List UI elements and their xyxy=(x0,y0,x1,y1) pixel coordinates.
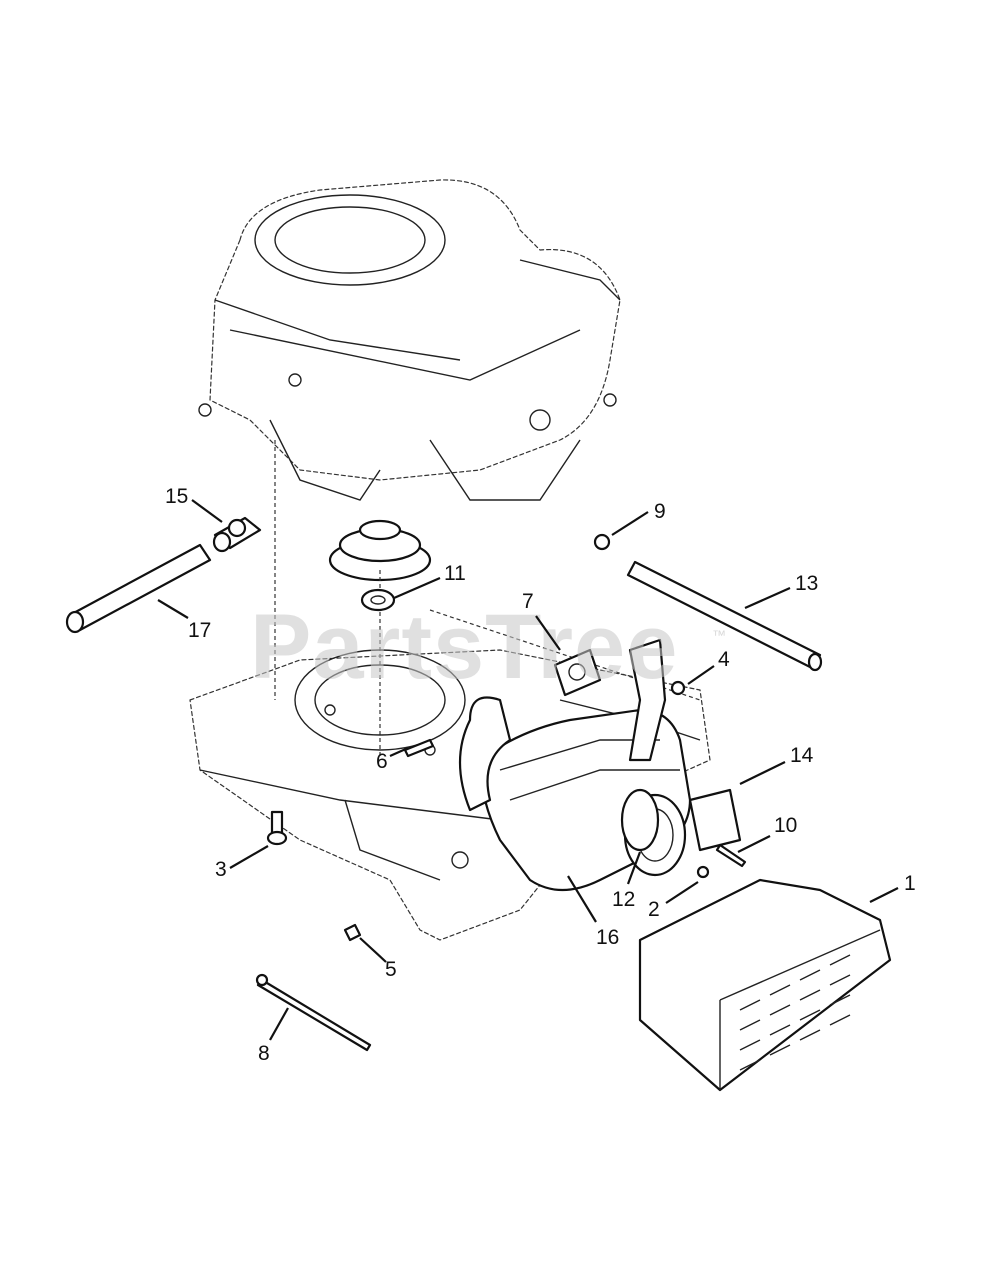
watermark-tm: ™ xyxy=(712,627,726,643)
engine-pulley xyxy=(328,519,432,582)
callout-16: 16 xyxy=(596,926,619,949)
engine xyxy=(198,179,621,501)
exhaust-gasket xyxy=(553,648,602,697)
callout-8: 8 xyxy=(258,1042,270,1065)
rod-right xyxy=(626,560,823,672)
flange-12 xyxy=(620,788,660,852)
washer xyxy=(360,588,396,612)
bolt-6 xyxy=(403,738,435,758)
screw-10 xyxy=(715,843,747,868)
bolt-3 xyxy=(266,810,288,846)
cable-tie xyxy=(255,973,372,1052)
callout-3: 3 xyxy=(215,858,227,881)
callout-12: 12 xyxy=(612,888,635,911)
callout-labels: 1 2 3 4 5 6 7 8 9 10 11 12 13 14 15 16 1… xyxy=(165,485,916,1065)
callout-15: 15 xyxy=(165,485,188,508)
fitting xyxy=(212,516,262,553)
tube-left xyxy=(65,543,212,634)
callout-9: 9 xyxy=(654,500,666,523)
callout-5: 5 xyxy=(385,958,397,981)
muffler xyxy=(478,708,692,891)
callout-13: 13 xyxy=(795,572,818,595)
nut-4 xyxy=(670,680,686,696)
callout-11: 11 xyxy=(444,562,466,585)
heat-shield xyxy=(638,878,892,1092)
clip-2 xyxy=(696,865,710,879)
bolt-5 xyxy=(343,923,362,942)
callout-4: 4 xyxy=(718,648,730,671)
callout-14: 14 xyxy=(790,744,814,767)
callout-10: 10 xyxy=(774,814,797,837)
nut-9 xyxy=(593,533,611,551)
callout-6: 6 xyxy=(376,750,388,773)
callout-17: 17 xyxy=(188,619,211,642)
callout-1: 1 xyxy=(904,872,916,895)
callout-7: 7 xyxy=(522,590,534,613)
watermark: PartsTree xyxy=(250,596,678,698)
callout-2: 2 xyxy=(648,898,660,921)
leader-lines xyxy=(157,499,899,1041)
